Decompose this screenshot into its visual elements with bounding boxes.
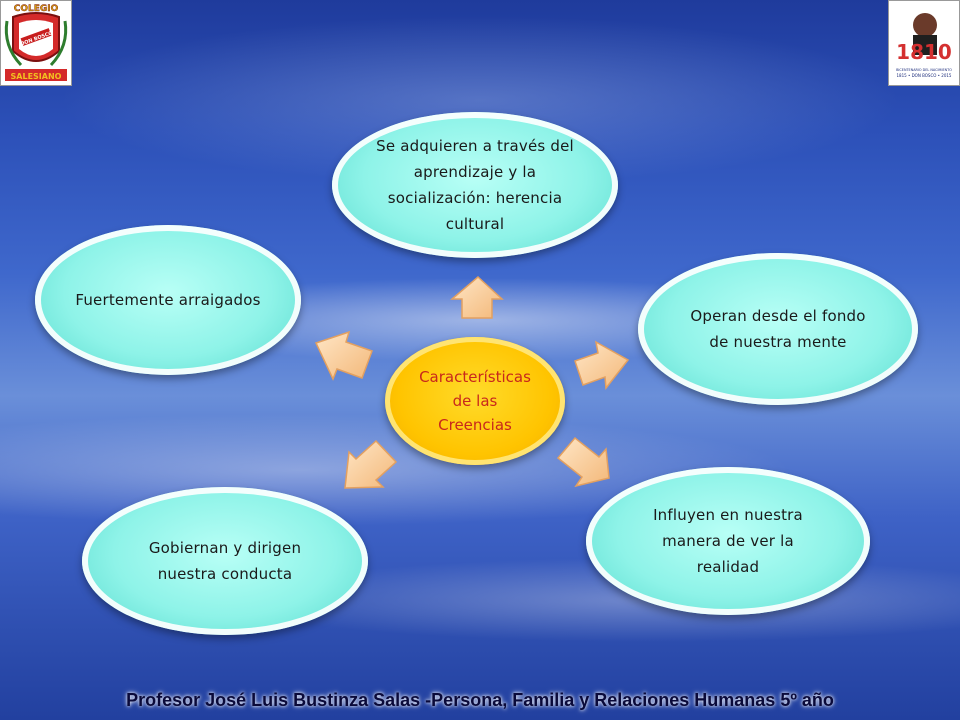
footer-credit: Profesor José Luis Bustinza Salas -Perso…	[126, 690, 834, 710]
center-line-2: de las	[452, 392, 498, 410]
node-left-text: Fuertemente arraigados	[75, 291, 261, 309]
node-left: Fuertemente arraigados	[35, 225, 301, 375]
bicentenario-logo: 1810 BICENTENARIO DEL NACIMIENTO 1815 • …	[888, 0, 960, 86]
node-bottom-left: Gobiernan y dirigen nuestra conducta	[82, 487, 368, 635]
node-bottom-right: Influyen en nuestra manera de ver la rea…	[586, 467, 870, 615]
node-top: Se adquieren a través del aprendizaje y …	[332, 112, 618, 258]
node-top-text: Se adquieren a través del aprendizaje y …	[376, 137, 574, 233]
arrow-down-left-icon	[344, 439, 398, 489]
colegio-crest-icon: COLEGIO DON BOSCO SALESIANO	[1, 1, 71, 85]
node-right: Operan desde el fondo de nuestra mente	[638, 253, 918, 405]
center-line-1: Características	[419, 368, 531, 386]
arrow-right-icon	[574, 340, 630, 390]
svg-text:1810: 1810	[896, 40, 952, 64]
center-line-3: Creencias	[438, 416, 512, 434]
center-node: Características de las Creencias	[385, 337, 565, 465]
bicentenario-years: 1815 • DON BOSCO • 2015	[897, 73, 952, 78]
logo-top-text: COLEGIO	[14, 4, 59, 14]
node-right-text: Operan desde el fondo de nuestra mente	[690, 307, 866, 351]
logo-bottom-text: SALESIANO	[11, 72, 62, 81]
node-bottom-right-text: Influyen en nuestra manera de ver la rea…	[653, 506, 803, 576]
bicentenario-caption: BICENTENARIO DEL NACIMIENTO	[896, 68, 952, 72]
arrow-down-right-icon	[556, 436, 610, 488]
colegio-salesiano-logo: COLEGIO DON BOSCO SALESIANO	[0, 0, 72, 86]
center-title: Características de las Creencias	[410, 365, 540, 437]
arrow-left-icon	[314, 330, 373, 381]
node-bottom-left-text: Gobiernan y dirigen nuestra conducta	[148, 539, 302, 583]
arrow-up-icon	[449, 276, 504, 319]
bicentenario-emblem-icon: 1810 BICENTENARIO DEL NACIMIENTO 1815 • …	[889, 1, 959, 85]
